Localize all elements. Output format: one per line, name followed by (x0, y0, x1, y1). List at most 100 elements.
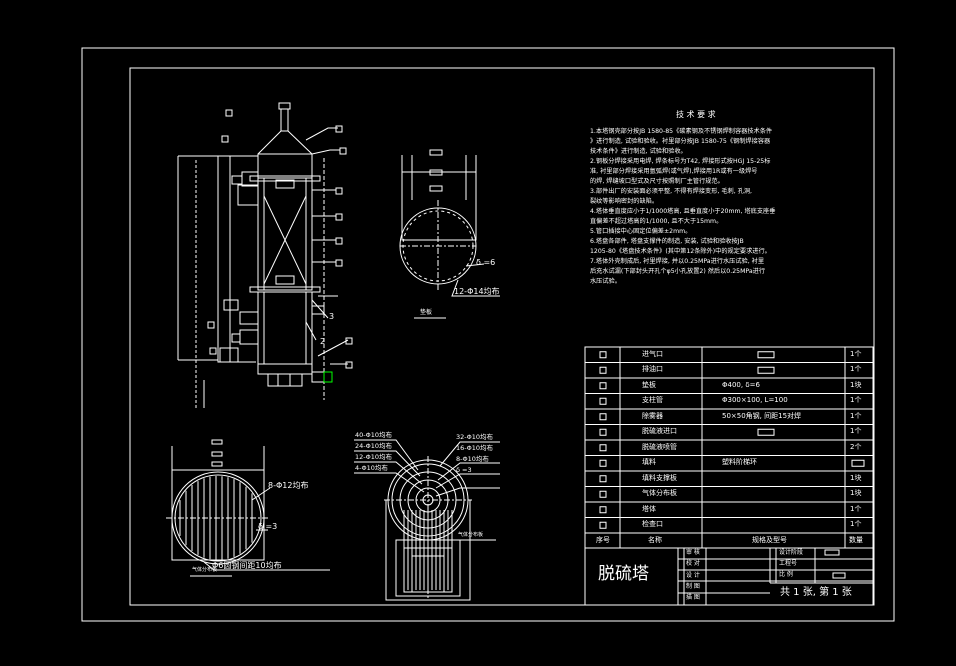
pad-holes-label: 12-Φ14均布 (454, 287, 500, 296)
spray-title: 气体分布板 (458, 532, 484, 538)
title-block-label: 审 核 (686, 549, 700, 556)
spray-right-label: 16-Φ10均布 (456, 444, 494, 452)
row-number-box (599, 382, 607, 390)
spec-box (757, 366, 775, 374)
row-number-box (599, 413, 607, 421)
title-block-label: 设 计 (686, 571, 700, 579)
table-header-name: 名称 (648, 536, 662, 544)
table-row-name: 脱硫液进口 (642, 427, 677, 436)
spray-left-label: 24-Φ10均布 (355, 442, 393, 450)
tech-note-line: 直偏差不超过塔高的1/1000, 且不大于15mm。 (590, 218, 723, 225)
title-block-label: 制 图 (686, 582, 700, 590)
row-number-box (599, 444, 607, 452)
pad-plate-view (399, 149, 500, 319)
spray-right-label: 8-Φ10均布 (456, 455, 489, 463)
outer-border (81, 47, 895, 622)
table-row-qty: 1个 (850, 349, 862, 358)
spray-right-label: 32-Φ10均布 (456, 433, 494, 441)
table-header-spec: 规格及型号 (752, 536, 787, 544)
table-row-name: 支柱管 (642, 396, 663, 405)
callout-2: 2 (320, 337, 326, 346)
tech-note-line: 5.管口插接中心固定位偏差±2mm。 (590, 228, 692, 235)
spray-left-label: 4-Φ10均布 (355, 464, 388, 472)
plate-thickness-label: δ =3 (258, 522, 278, 531)
sheet-info: 共 1 张, 第 1 张 (780, 587, 852, 598)
row-number-box (599, 459, 607, 467)
spray-right-label: δ =3 (456, 466, 472, 474)
spec-box (757, 351, 775, 359)
table-row-qty: 1个 (850, 427, 862, 436)
row-number-box (599, 490, 607, 498)
drawing-title: 脱硫塔 (598, 564, 649, 584)
row-number-box (599, 397, 607, 405)
parts-table-grid (584, 346, 874, 549)
tech-notes: 1.本塔钢壳部分按JB 1580-85《碳素钢及不锈钢焊制容器技术条件》进行制造… (590, 127, 822, 287)
table-header-seq: 序号 (596, 536, 610, 544)
tech-note-line: 6.塔盘各部件, 塔盘支撑件的制造, 安装, 试验和验收按JB (590, 238, 744, 245)
tech-heading: 技 术 要 求 (676, 110, 716, 119)
table-row-spec: Φ300×100, L=100 (722, 396, 788, 405)
spray-left-label: 12-Φ10均布 (355, 453, 393, 461)
title-block-right-label: 工程号 (779, 560, 798, 567)
gas-plate-view (166, 439, 330, 577)
tech-note-line: 裂纹等影响密封的缺陷。 (590, 198, 659, 205)
title-block-right-label: 比 例 (779, 571, 793, 578)
row-number-box (599, 521, 607, 529)
callout-3: 3 (329, 312, 335, 321)
tech-note-line: 水压试验。 (590, 278, 621, 285)
table-row-name: 除雾器 (642, 411, 663, 420)
table-row-qty: 1个 (850, 365, 862, 374)
table-header-qty: 数量 (849, 536, 863, 544)
tech-note-line: 7.塔体外壳制成后, 衬里焊接, 并以0.25MPa进行水压试验, 衬里 (590, 258, 765, 265)
spray-plate-view (354, 439, 500, 601)
tech-note-line: 的焊, 焊缝坡口型式及尺寸按照制厂主管行规范。 (590, 178, 724, 185)
table-row-name: 填料 (642, 458, 656, 467)
tech-note-line: 准, 衬里部分焊接采用氩弧焊(或气焊),焊接用1R或有一级焊号 (590, 168, 758, 175)
table-row-name: 塔体 (642, 504, 656, 513)
pad-thickness-label: δ =6 (476, 258, 496, 267)
table-row-name: 气体分布板 (642, 489, 677, 498)
table-row-name: 脱硫液喷管 (642, 442, 677, 451)
tech-note-line: 后充水试漏(下部封头开孔个φ5小孔放置2) 然后以0.25MPa进行 (590, 268, 766, 275)
spec-box (757, 428, 775, 436)
row-number-box (599, 351, 607, 359)
qty-box (851, 459, 865, 467)
table-row-qty: 2个 (850, 442, 862, 451)
tech-note-line: 2.钢板分焊接采用电焊, 焊条标号为T42, 焊接形式按HGJ 15-25标 (590, 158, 771, 165)
row-number-box (599, 506, 607, 514)
table-row-name: 排油口 (642, 365, 663, 374)
table-row-spec: Φ400, δ=6 (722, 380, 760, 389)
tech-note-line: 3.部件出厂的安装面必须平整, 不得有焊接变形, 毛刺, 孔洞, (590, 188, 752, 195)
table-row-qty: 1个 (850, 396, 862, 405)
tech-note-line: 4.塔体垂直度应小于1/1000塔高, 且垂直度小于20mm, 塔底支座垂 (590, 208, 776, 215)
table-row-spec: 塑料阶梯环 (722, 458, 757, 467)
table-row-qty: 1块 (850, 473, 862, 482)
plate-bars-label: Φ6圆钢间距10均布 (212, 561, 282, 570)
tech-note-line: 1205-80《塔盘技术条件》(其中第12条除外)中的规定要求进行。 (590, 248, 771, 255)
table-row-qty: 1块 (850, 380, 862, 389)
table-row-qty: 1个 (850, 520, 862, 529)
pad-title: 垫板 (420, 309, 433, 316)
table-row-qty: 1个 (850, 411, 862, 420)
tech-note-line: 1.本塔钢壳部分按JB 1580-85《碳素钢及不锈钢焊制容器技术条件 (590, 128, 773, 135)
title-block-right-label: 设计阶段 (779, 549, 804, 556)
title-block-label: 校 对 (686, 560, 700, 568)
table-row-name: 垫板 (642, 380, 656, 389)
row-number-box (599, 475, 607, 483)
table-row-name: 检查口 (642, 520, 663, 529)
tech-note-line: 技术条件》进行制造, 试验和验收。 (590, 148, 687, 155)
table-row-name: 填料支撑板 (642, 473, 677, 482)
tower-elevation (177, 102, 353, 410)
row-number-box (599, 428, 607, 436)
table-row-name: 进气口 (642, 349, 663, 358)
inner-border (129, 67, 875, 606)
plate-title: 气体分布板 (192, 567, 218, 573)
row-number-box (599, 366, 607, 374)
table-row-qty: 1个 (850, 504, 862, 513)
spray-left-label: 40-Φ10均布 (355, 431, 393, 439)
table-row-spec: 50×50角钢, 间距15对焊 (722, 411, 802, 420)
tech-note-line: 》进行制造, 试验和验收。衬里部分按JB 1580-75《钢制焊接容器 (590, 138, 771, 145)
title-block-label: 描 图 (686, 594, 700, 602)
title-block-grid (584, 547, 874, 606)
